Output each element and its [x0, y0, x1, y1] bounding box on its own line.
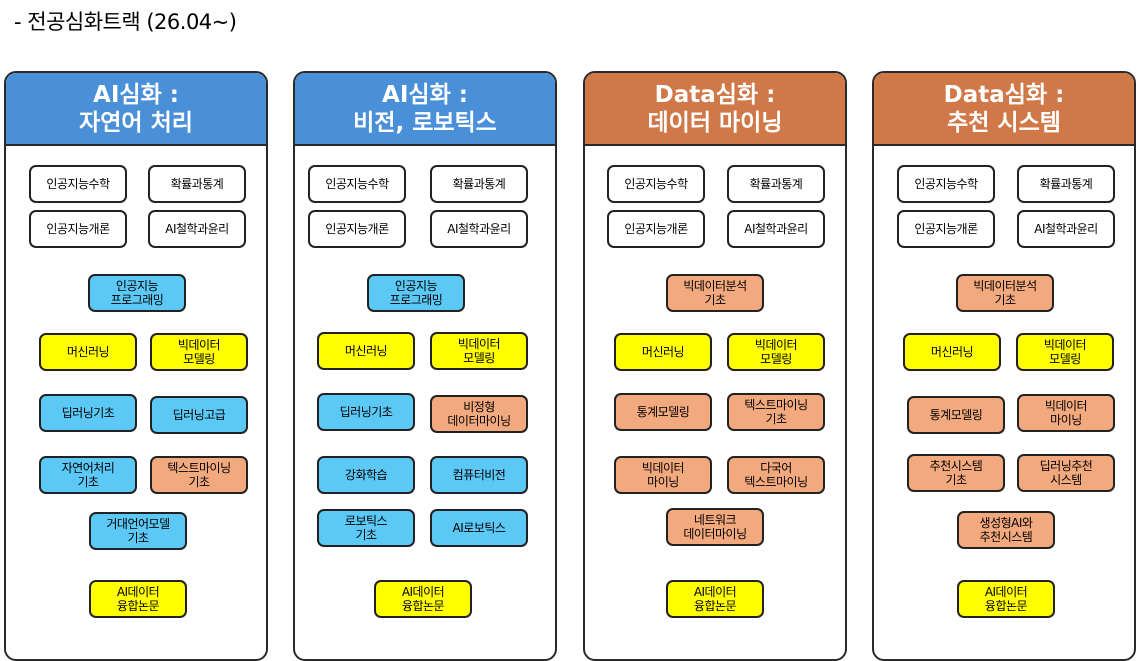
- track-header: Data심화 : 추천 시스템: [874, 73, 1134, 146]
- course-box: 비정형 데이터마이닝: [430, 395, 528, 433]
- track-title-line-2: 데이터 마이닝: [647, 109, 783, 136]
- course-box: 인공지능개론: [897, 210, 995, 248]
- course-box: 인공지능수학: [607, 165, 705, 203]
- course-box: 인공지능 프로그래밍: [88, 274, 186, 312]
- course-box: AI철학과윤리: [148, 210, 246, 248]
- course-box: 머신러닝: [39, 333, 137, 371]
- course-box: 인공지능수학: [29, 165, 127, 203]
- course-box: AI철학과윤리: [430, 210, 528, 248]
- track-header: AI심화 : 자연어 처리: [6, 73, 266, 146]
- course-box: 딥러닝고급: [150, 396, 248, 434]
- page-title: - 전공심화트랙 (26.04~): [14, 10, 237, 34]
- course-box: 빅데이터분석 기초: [956, 274, 1054, 312]
- course-box: AI데이터 융합논문: [957, 580, 1055, 618]
- course-box: 확률과통계: [727, 165, 825, 203]
- course-box: 인공지능수학: [897, 165, 995, 203]
- course-box: 강화학습: [317, 456, 415, 494]
- track-title-line-2: 비전, 로보틱스: [353, 109, 497, 136]
- course-box: 텍스트마이닝 기초: [727, 393, 825, 431]
- track-title-line-1: AI심화 :: [93, 81, 179, 108]
- course-box: 딥러닝기초: [317, 393, 415, 431]
- course-box: 인공지능개론: [607, 210, 705, 248]
- course-box: AI철학과윤리: [727, 210, 825, 248]
- course-box: 확률과통계: [1017, 165, 1115, 203]
- course-box: 생성형AI와 추천시스템: [957, 511, 1055, 549]
- track-header: AI심화 : 비전, 로보틱스: [295, 73, 555, 146]
- course-box: 로보틱스 기초: [317, 509, 415, 547]
- course-box: 빅데이터 모델링: [1016, 333, 1114, 371]
- course-box: 통계모델링: [614, 393, 712, 431]
- course-box: 네트워크 데이터마이닝: [666, 508, 764, 546]
- track-data-recommender: Data심화 : 추천 시스템 인공지능수학 확률과통계 인공지능개론 AI철학…: [872, 71, 1136, 661]
- course-box: 빅데이터분석 기초: [666, 274, 764, 312]
- course-box: 빅데이터 마이닝: [1017, 394, 1115, 432]
- course-box: 추천시스템 기초: [907, 454, 1005, 492]
- course-box: 인공지능수학: [308, 165, 406, 203]
- course-box: 딥러닝추천 시스템: [1017, 454, 1115, 492]
- course-box: 인공지능 프로그래밍: [367, 274, 465, 312]
- course-box: 머신러닝: [317, 332, 415, 370]
- course-box: AI로보틱스: [430, 509, 528, 547]
- course-box: 빅데이터 모델링: [150, 333, 248, 371]
- track-title-line-2: 추천 시스템: [947, 109, 1061, 136]
- track-title-line-1: Data심화 :: [654, 81, 776, 108]
- course-box: 빅데이터 모델링: [430, 332, 528, 370]
- course-box: AI철학과윤리: [1017, 210, 1115, 248]
- course-box: 인공지능개론: [308, 210, 406, 248]
- course-box: 통계모델링: [907, 396, 1005, 434]
- course-box: AI데이터 융합논문: [89, 580, 187, 618]
- track-title-line-1: Data심화 :: [943, 81, 1065, 108]
- track-title-line-2: 자연어 처리: [79, 109, 193, 136]
- course-box: 다국어 텍스트마이닝: [727, 456, 825, 494]
- course-box: 컴퓨터비전: [430, 456, 528, 494]
- track-title-line-1: AI심화 :: [382, 81, 468, 108]
- course-box: 빅데이터 모델링: [727, 333, 825, 371]
- course-box: AI데이터 융합논문: [666, 580, 764, 618]
- course-box: 거대언어모델 기초: [89, 512, 187, 550]
- course-box: 텍스트마이닝 기초: [150, 456, 248, 494]
- course-box: 딥러닝기초: [39, 394, 137, 432]
- course-box: 빅데이터 마이닝: [614, 456, 712, 494]
- track-data-mining: Data심화 : 데이터 마이닝 인공지능수학 확률과통계 인공지능개론 AI철…: [583, 71, 847, 661]
- track-ai-nlp: AI심화 : 자연어 처리 인공지능수학 확률과통계 인공지능개론 AI철학과윤…: [4, 71, 268, 661]
- course-box: AI데이터 융합논문: [374, 580, 472, 618]
- course-box: 머신러닝: [614, 333, 712, 371]
- course-box: 확률과통계: [430, 165, 528, 203]
- course-box: 머신러닝: [903, 333, 1001, 371]
- track-header: Data심화 : 데이터 마이닝: [585, 73, 845, 146]
- course-box: 자연어처리 기초: [39, 456, 137, 494]
- course-box: 인공지능개론: [29, 210, 127, 248]
- track-ai-vision-robotics: AI심화 : 비전, 로보틱스 인공지능수학 확률과통계 인공지능개론 AI철학…: [293, 71, 557, 661]
- course-box: 확률과통계: [148, 165, 246, 203]
